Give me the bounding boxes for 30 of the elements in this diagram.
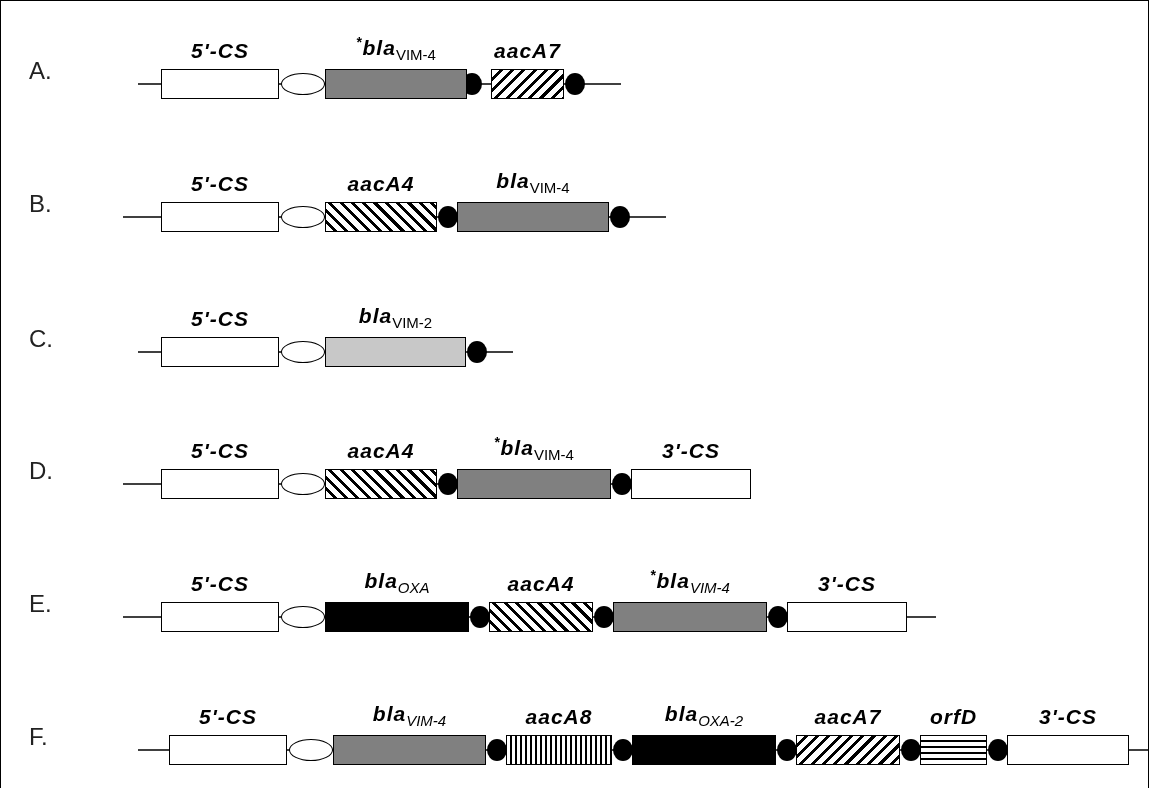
gene-label: bla$_{OXA}$ xyxy=(364,568,430,596)
gene-label: bla$_{VIM-4}$ xyxy=(496,168,570,196)
row-letter: F. xyxy=(29,723,48,751)
gene-label: 5'-CS xyxy=(191,172,249,196)
gene-label: 5'-CS xyxy=(191,39,249,63)
gene-label: aacA4 xyxy=(347,172,415,196)
gene-label: 3'-CS xyxy=(662,439,720,463)
gene-label: 3'-CS xyxy=(1039,705,1097,729)
row-letter: B. xyxy=(29,190,52,218)
gene-label: aacA7 xyxy=(814,705,882,729)
gene-label: aacA7 xyxy=(494,39,561,63)
gene-label: 5'-CS xyxy=(191,572,249,596)
gene-label: bla$_{VIM-2}$ xyxy=(358,303,433,331)
gene-label: aacA8 xyxy=(525,705,593,729)
gene-label: $^{*}$bla$_{VIM-4}$ xyxy=(650,566,730,596)
gene-label: orfD xyxy=(929,705,978,729)
gene-label: $^{*}$bla$_{VIM-4}$ xyxy=(494,433,574,463)
gene-label: aacA4 xyxy=(347,439,415,463)
gene-label: bla$_{OXA-2}$ xyxy=(664,701,744,729)
gene-label: bla$_{VIM-4}$ xyxy=(372,701,447,729)
gene-label: 5'-CS xyxy=(199,705,257,729)
row-letter: E. xyxy=(29,590,52,618)
gene-label: 3'-CS xyxy=(818,572,876,596)
gene-label: aacA4 xyxy=(507,572,575,596)
gene-label: 5'-CS xyxy=(191,439,249,463)
gene-label: 5'-CS xyxy=(191,307,249,331)
row-letter: C. xyxy=(29,325,53,353)
row-letter: D. xyxy=(29,457,53,485)
row-letter: A. xyxy=(29,57,52,85)
gene-label: $^{*}$bla$_{VIM-4}$ xyxy=(356,33,436,63)
